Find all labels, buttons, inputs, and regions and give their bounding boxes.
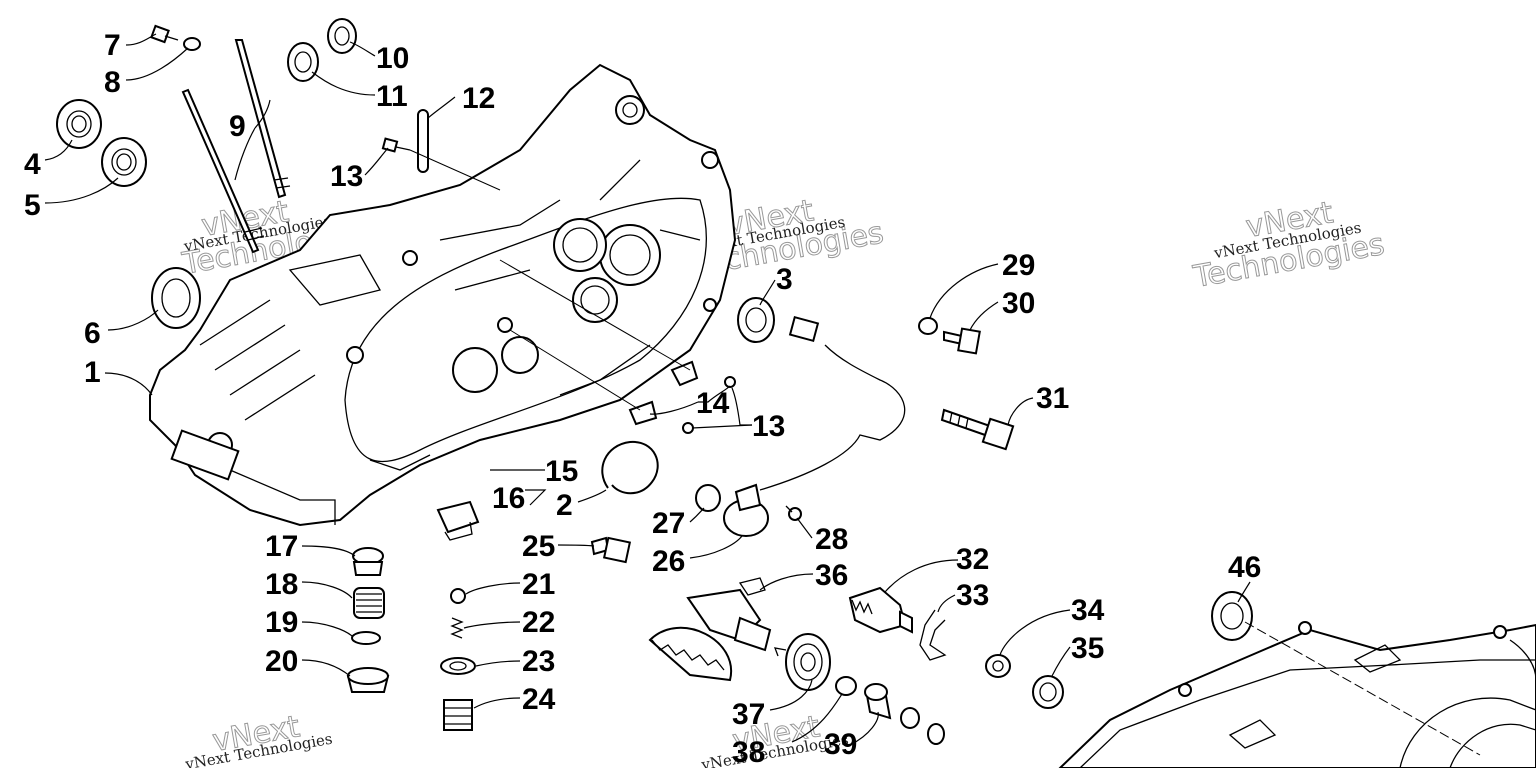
- bolt-7: [150, 24, 179, 44]
- callout-14: 14: [696, 387, 730, 420]
- callout-2: 2: [556, 489, 573, 522]
- bolt-25: [590, 536, 632, 564]
- bolt-30: [943, 327, 981, 355]
- callout-32: 32: [956, 543, 989, 576]
- dowel-12: [417, 109, 429, 173]
- callout-25: 25: [522, 530, 555, 563]
- callout-labels: 7 8 4 5 9 10 11 12 13 6 1 3 14 13 15 16 …: [24, 29, 1261, 768]
- seal-11: [287, 42, 319, 82]
- callout-30: 30: [1002, 287, 1035, 320]
- callout-8: 8: [104, 66, 121, 99]
- callout-29: 29: [1002, 249, 1035, 282]
- stud-9: [181, 39, 291, 254]
- callout-20: 20: [265, 645, 298, 678]
- callout-13-top: 13: [330, 160, 363, 193]
- callout-21: 21: [522, 568, 555, 601]
- bearing-4: [56, 99, 102, 149]
- callout-7: 7: [104, 29, 121, 62]
- callout-17: 17: [265, 530, 298, 563]
- plug-24: [443, 699, 473, 731]
- bolt-13-top: [381, 137, 411, 153]
- callout-24: 24: [522, 683, 556, 716]
- callout-28: 28: [815, 523, 848, 556]
- callout-3: 3: [776, 263, 793, 296]
- centerline-13: [499, 259, 691, 371]
- callout-6: 6: [84, 317, 101, 350]
- drain-plug-16: [436, 500, 480, 541]
- starter-gear-32: [848, 586, 913, 634]
- oil-seal-6: [151, 267, 201, 329]
- bearing-5: [101, 137, 147, 187]
- screw-28: [785, 505, 802, 521]
- callout-26: 26: [652, 545, 685, 578]
- bearing-46: [1211, 591, 1253, 641]
- callout-23: 23: [522, 645, 555, 678]
- centerline-13-top: [409, 149, 501, 191]
- callout-38: 38: [732, 736, 765, 768]
- callout-34: 34: [1071, 594, 1105, 627]
- kick-shaft-36: [648, 577, 772, 682]
- washer-38: [835, 676, 857, 696]
- spring-22: [450, 617, 464, 639]
- seal-10: [327, 18, 357, 54]
- callout-33: 33: [956, 579, 989, 612]
- callout-19: 19: [265, 606, 298, 639]
- callout-27: 27: [652, 507, 685, 540]
- watermark-right: vNext Technologies vNext Technologies: [1190, 195, 1388, 296]
- seal-3: [737, 297, 775, 343]
- bearing-35: [1032, 675, 1064, 709]
- clip-41: [927, 723, 945, 745]
- washer-34: [985, 654, 1011, 678]
- cap-20: [346, 667, 390, 693]
- callout-37: 37: [732, 698, 765, 731]
- callout-10: 10: [376, 42, 409, 75]
- washer-8: [183, 37, 201, 51]
- washer-23: [440, 657, 476, 675]
- spring-37: [773, 633, 831, 691]
- centerline-14: [509, 329, 641, 411]
- oring-27: [695, 484, 721, 512]
- sensor-cable: [759, 315, 906, 491]
- leader-lines: [44, 33, 1251, 746]
- callout-9: 9: [229, 110, 246, 143]
- callout-35: 35: [1071, 632, 1104, 665]
- callout-15: 15: [545, 455, 578, 488]
- crankcase-half: [149, 63, 737, 527]
- callout-5: 5: [24, 189, 41, 222]
- callout-4: 4: [24, 148, 41, 181]
- callout-11: 11: [376, 80, 408, 113]
- callout-39: 39: [824, 728, 857, 761]
- bolt-31: [940, 408, 1015, 451]
- watermark-bottom-left: vNext vNext Technologies: [183, 709, 334, 768]
- callout-36: 36: [815, 559, 848, 592]
- cvt-cover: [1058, 621, 1536, 768]
- callout-16: 16: [492, 482, 525, 515]
- plate-14: [628, 360, 736, 434]
- ball-21: [450, 588, 466, 604]
- sensor-26: [723, 483, 769, 537]
- oring-19: [351, 631, 381, 645]
- callout-31: 31: [1036, 382, 1069, 415]
- bushing-39: [864, 683, 892, 720]
- callout-22: 22: [522, 606, 555, 639]
- circlip-2: [601, 440, 659, 495]
- washer-40: [900, 707, 920, 729]
- strainer-17-18: [352, 547, 385, 619]
- callout-18: 18: [265, 568, 298, 601]
- centerline: [1244, 621, 1481, 756]
- washer-29: [918, 317, 938, 335]
- callout-12: 12: [462, 82, 495, 115]
- callout-13-right: 13: [752, 410, 785, 443]
- clip-33: [919, 609, 947, 661]
- callout-46: 46: [1228, 551, 1261, 584]
- callout-1: 1: [84, 356, 101, 389]
